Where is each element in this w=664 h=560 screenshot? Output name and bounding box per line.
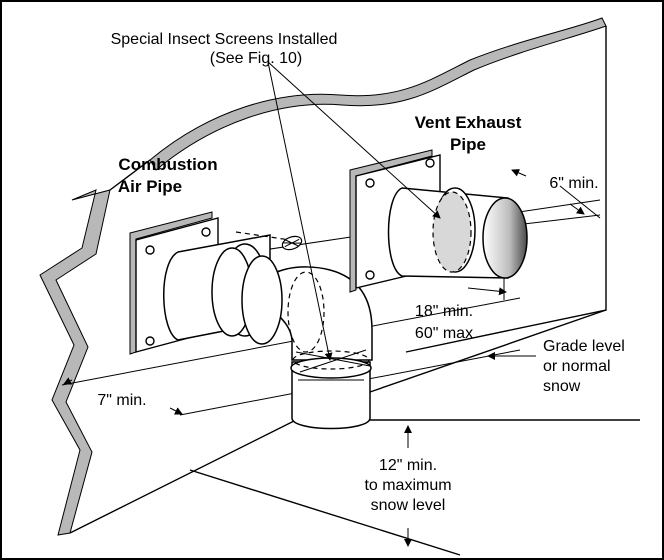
combustion-label-line2: Air Pipe bbox=[118, 177, 182, 196]
vent-label-line1: Vent Exhaust bbox=[415, 113, 522, 132]
arrow-7-left bbox=[63, 377, 73, 385]
combustion-label-line1: Combustion bbox=[118, 155, 217, 174]
wall-left-edge bbox=[39, 189, 111, 536]
elbow-body bbox=[259, 266, 373, 361]
vent-label-line2: Pipe bbox=[450, 135, 486, 154]
elbow-hidden-screen bbox=[287, 271, 325, 353]
ground-line bbox=[189, 469, 461, 556]
dim-12-label-line2: to maximum bbox=[364, 477, 451, 494]
dim-12-label-line1: 12" min. bbox=[379, 457, 437, 474]
leader-to-vent-screen bbox=[267, 61, 441, 219]
elbow-opening bbox=[241, 255, 283, 345]
vent-pipe-mouth bbox=[482, 197, 528, 279]
downward-screen bbox=[292, 350, 370, 370]
wall-bottom-right bbox=[369, 309, 607, 393]
screens-label-line1: Special Insect Screens Installed bbox=[111, 31, 338, 48]
arrow-6-right bbox=[569, 203, 585, 215]
screw-hole bbox=[201, 227, 211, 237]
dim-60-label: 60" max bbox=[415, 325, 473, 342]
cross-line bbox=[295, 351, 371, 367]
proj-line-1 bbox=[61, 297, 521, 386]
dim-12-label-line3: snow level bbox=[371, 497, 446, 514]
leader-to-downward-screen bbox=[267, 61, 333, 361]
dim-18-label: 18" min. bbox=[415, 303, 473, 320]
proj-line-5 bbox=[559, 185, 601, 219]
screw-hole bbox=[365, 270, 375, 280]
wall bbox=[39, 17, 607, 536]
wall-bottom-edge bbox=[69, 417, 301, 534]
downward-pipe bbox=[291, 361, 371, 430]
combustion-plate-shadow bbox=[129, 211, 213, 355]
cross-line bbox=[299, 349, 367, 373]
arrow-7-right bbox=[169, 407, 183, 415]
grade-label-line1: Grade level bbox=[543, 338, 625, 355]
screens-label-line2: (See Fig. 10) bbox=[210, 50, 302, 67]
arrow-6-left bbox=[511, 169, 527, 177]
combustion-elbow bbox=[241, 255, 373, 430]
arrow-18 bbox=[467, 287, 507, 296]
screw-hole bbox=[145, 336, 155, 346]
downward-pipe-top bbox=[290, 357, 372, 379]
dim-6-label: 6" min. bbox=[549, 175, 598, 192]
screw-hole bbox=[145, 245, 155, 255]
wall-upper-left bbox=[109, 159, 151, 191]
screw-hole bbox=[425, 158, 435, 168]
grade-label-line2: or normal bbox=[543, 358, 611, 375]
vent-screen bbox=[432, 191, 472, 273]
grade-label-line3: snow bbox=[543, 378, 581, 395]
dashed-line bbox=[235, 231, 291, 241]
screen-plug bbox=[281, 235, 303, 251]
vent-pipe bbox=[387, 187, 528, 279]
screw-hole bbox=[365, 178, 375, 188]
dim-7-label: 7" min. bbox=[97, 392, 146, 409]
screen-leaders bbox=[267, 61, 441, 361]
